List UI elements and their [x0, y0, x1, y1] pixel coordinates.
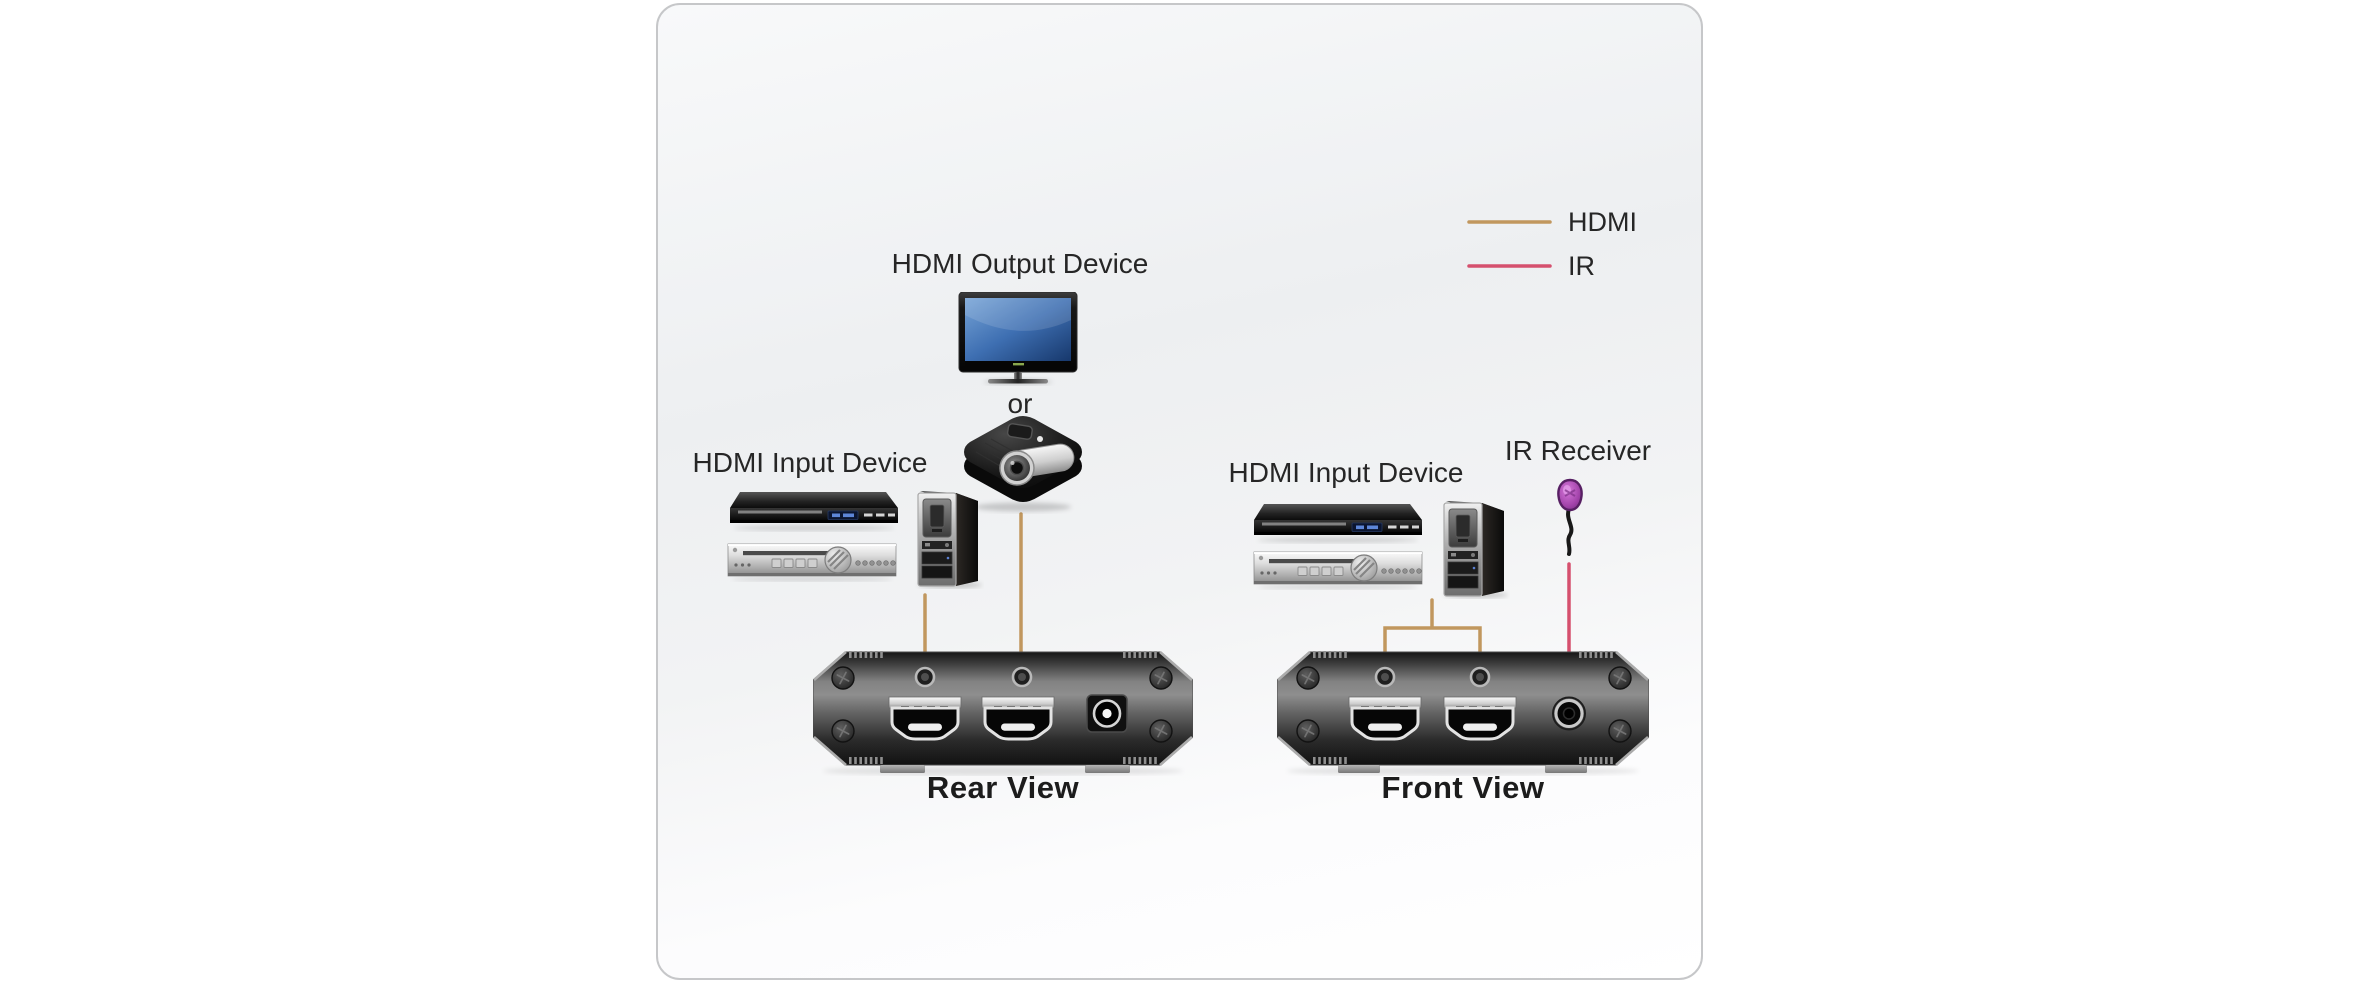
ir-receiver-label: IR Receiver: [1504, 435, 1652, 466]
pc-tower-icon-left: [914, 489, 984, 589]
switch-rear-view-icon: [813, 650, 1193, 776]
hdmi-input-device-label-right: HDMI Input Device: [1228, 457, 1464, 488]
dvd-player-icon-left: [728, 490, 900, 532]
front-view-label: Front View: [1381, 770, 1545, 805]
rear-view-label: Rear View: [926, 770, 1080, 805]
legend: HDMI IR: [1467, 200, 1637, 288]
dvd-player-icon-right: [1252, 502, 1424, 544]
pc-tower-icon-right: [1440, 499, 1510, 599]
legend-item-hdmi: HDMI: [1467, 200, 1637, 244]
hdmi-input-device-label-left: HDMI Input Device: [692, 447, 928, 478]
ir-legend-line-icon: [1467, 264, 1552, 268]
av-receiver-icon-left: [726, 542, 898, 582]
legend-label-hdmi: HDMI: [1568, 206, 1637, 237]
switch-front-view-icon: [1277, 650, 1649, 776]
hdmi-legend-line-icon: [1467, 220, 1552, 224]
tv-monitor-icon: [958, 292, 1078, 386]
or-label: or: [1007, 388, 1033, 419]
legend-label-ir: IR: [1568, 250, 1595, 281]
av-receiver-icon-right: [1252, 550, 1424, 590]
hdmi-output-device-label: HDMI Output Device: [891, 248, 1149, 279]
ir-receiver-icon: [1552, 478, 1588, 562]
diagram-panel: [656, 3, 1703, 980]
hdmi-wire-front-branch: [1383, 598, 1482, 674]
legend-item-ir: IR: [1467, 244, 1637, 288]
